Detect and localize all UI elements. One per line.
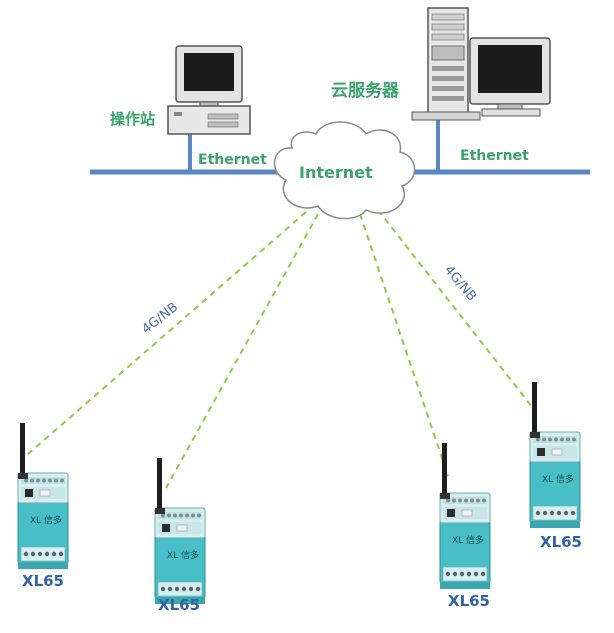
link-label-left: 4G/NB (139, 300, 181, 337)
device-1-label: XL65 (22, 572, 64, 590)
link-device-2 (165, 213, 319, 489)
device-3-label: XL65 (448, 592, 490, 610)
device-2: XL 信多 (154, 457, 206, 605)
device-3-brand: XL 信多 (452, 534, 484, 546)
link-device-4 (377, 209, 537, 413)
cloud-server-icon (411, 7, 551, 121)
device-4-label: XL65 (540, 533, 582, 551)
internet-cloud-icon (273, 121, 416, 220)
device-4: XL 信多 (529, 381, 581, 529)
cloud-server-label: 云服务器 (331, 80, 400, 101)
device-2-label: XL65 (158, 596, 200, 614)
link-device-3 (359, 213, 449, 477)
internet-label: Internet (299, 163, 373, 182)
device-4-brand: XL 信多 (542, 473, 574, 485)
device-1-brand: XL 信多 (30, 514, 62, 526)
device-2-brand: XL 信多 (167, 549, 199, 561)
ethernet-left-label: Ethernet (198, 152, 267, 168)
ethernet-right-label: Ethernet (460, 148, 529, 164)
operator-station-label: 操作站 (110, 110, 155, 128)
operator-station-icon (167, 45, 251, 135)
device-3: XL 信多 (439, 442, 491, 590)
link-device-1 (27, 211, 307, 455)
device-1: XL 信多 (17, 422, 69, 570)
